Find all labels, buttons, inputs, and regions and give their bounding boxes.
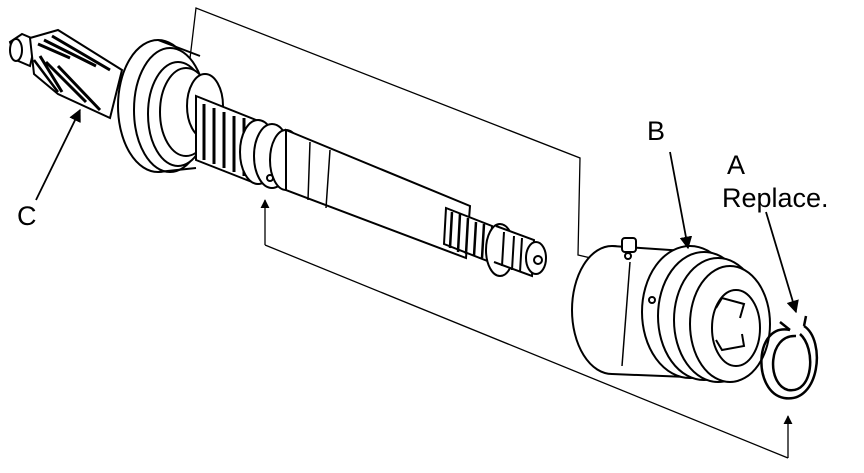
callout-a-label: A — [727, 150, 746, 180]
sleeve-collar — [571, 237, 771, 383]
output-shaft — [195, 94, 547, 278]
leader-arrows — [35, 108, 799, 314]
callout-c-label: C — [17, 201, 37, 231]
callout-a-note: Replace. — [722, 183, 829, 213]
callout-b-label: B — [647, 116, 666, 146]
snap-ring — [760, 315, 819, 400]
